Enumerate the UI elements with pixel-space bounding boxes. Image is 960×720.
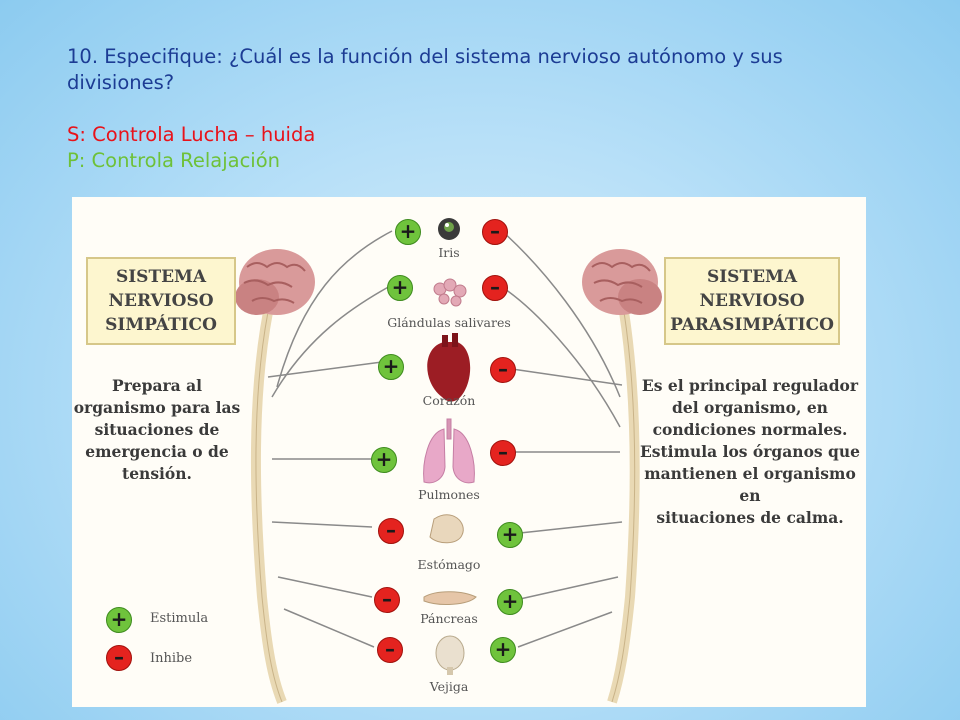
desc-line: emergencia o de bbox=[85, 442, 229, 461]
parasympathetic-title-line: SISTEMA bbox=[706, 267, 798, 287]
desc-line: Es el principal regulador bbox=[641, 376, 859, 395]
sympathetic-nerve-lines bbox=[267, 230, 393, 648]
desc-line: organismo para las bbox=[73, 398, 241, 417]
stimulate-plus-icon: + bbox=[497, 589, 523, 615]
right-brain-icon bbox=[582, 249, 662, 315]
iris-icon bbox=[438, 218, 460, 240]
lungs-icon bbox=[423, 418, 475, 484]
desc-line: condiciones normales. bbox=[652, 420, 848, 439]
figure-drawing bbox=[235, 218, 662, 704]
stimulate-plus-icon: + bbox=[395, 219, 421, 245]
legend-stimulate-label: Estimula bbox=[150, 611, 209, 626]
desc-line: situaciones de calma. bbox=[656, 508, 844, 527]
organ-label-stomach: Estómago bbox=[417, 557, 481, 572]
pancreas-icon bbox=[423, 591, 477, 605]
answer-sympathetic: S: Controla Lucha – huida bbox=[67, 123, 316, 146]
inhibit-minus-icon: – bbox=[490, 440, 516, 466]
legend-inhibit-label: Inhibe bbox=[150, 651, 193, 666]
parasympathetic-title-line: NERVIOSO bbox=[699, 291, 805, 311]
parasympathetic-title-box: SISTEMA NERVIOSO PARASIMPÁTICO bbox=[664, 257, 840, 345]
desc-line: mantienen el organismo en bbox=[644, 464, 856, 505]
stimulate-plus-icon: + bbox=[497, 522, 523, 548]
legend-minus-icon: – bbox=[106, 645, 132, 671]
slide-text: 10. Especifique: ¿Cuál es la función del… bbox=[67, 44, 887, 174]
organ-label-bladder: Vejiga bbox=[429, 679, 469, 694]
desc-line: del organismo, en bbox=[672, 398, 828, 417]
parasympathetic-description: Es el principal regulador del organismo,… bbox=[634, 375, 866, 529]
inhibit-minus-icon: – bbox=[377, 637, 403, 663]
question-text: 10. Especifique: ¿Cuál es la función del… bbox=[67, 45, 783, 94]
inhibit-minus-icon: – bbox=[482, 275, 508, 301]
sympathetic-title-box: SISTEMA NERVIOSO SIMPÁTICO bbox=[86, 257, 236, 345]
sympathetic-description: Prepara al organismo para las situacione… bbox=[72, 375, 242, 485]
salivary-glands-icon bbox=[433, 278, 467, 307]
organ-label-iris: Iris bbox=[438, 245, 460, 260]
inhibit-minus-icon: – bbox=[490, 357, 516, 383]
desc-line: tensión. bbox=[122, 464, 192, 483]
parasympathetic-title-line: PARASIMPÁTICO bbox=[670, 315, 834, 335]
desc-line: Prepara al bbox=[111, 376, 203, 395]
left-brain-icon bbox=[235, 249, 315, 315]
sympathetic-title-line: SIMPÁTICO bbox=[105, 315, 217, 335]
heart-icon bbox=[427, 333, 471, 402]
stimulate-plus-icon: + bbox=[490, 637, 516, 663]
inhibit-minus-icon: – bbox=[378, 518, 404, 544]
answer-parasympathetic: P: Controla Relajación bbox=[67, 149, 280, 172]
legend-plus-icon: + bbox=[106, 607, 132, 633]
inhibit-minus-icon: – bbox=[482, 219, 508, 245]
organ-label-pancreas: Páncreas bbox=[420, 611, 478, 626]
bladder-icon bbox=[435, 635, 465, 675]
organ-label-heart: Corazón bbox=[422, 393, 476, 408]
stimulate-plus-icon: + bbox=[387, 275, 413, 301]
parasympathetic-nerve-lines bbox=[501, 230, 623, 648]
stomach-icon bbox=[429, 514, 464, 544]
organ-label-lungs: Pulmones bbox=[418, 487, 480, 502]
organ-label-salivary: Glándulas salivares bbox=[387, 315, 511, 330]
stimulate-plus-icon: + bbox=[378, 354, 404, 380]
sympathetic-title-line: SISTEMA bbox=[115, 267, 207, 287]
inhibit-minus-icon: – bbox=[374, 587, 400, 613]
desc-line: situaciones de bbox=[94, 420, 220, 439]
nervous-system-figure: SISTEMA NERVIOSO SIMPÁTICO SISTEMA NERVI… bbox=[72, 197, 866, 707]
desc-line: Estimula los órganos que bbox=[639, 442, 861, 461]
sympathetic-title-line: NERVIOSO bbox=[108, 291, 214, 311]
stimulate-plus-icon: + bbox=[371, 447, 397, 473]
